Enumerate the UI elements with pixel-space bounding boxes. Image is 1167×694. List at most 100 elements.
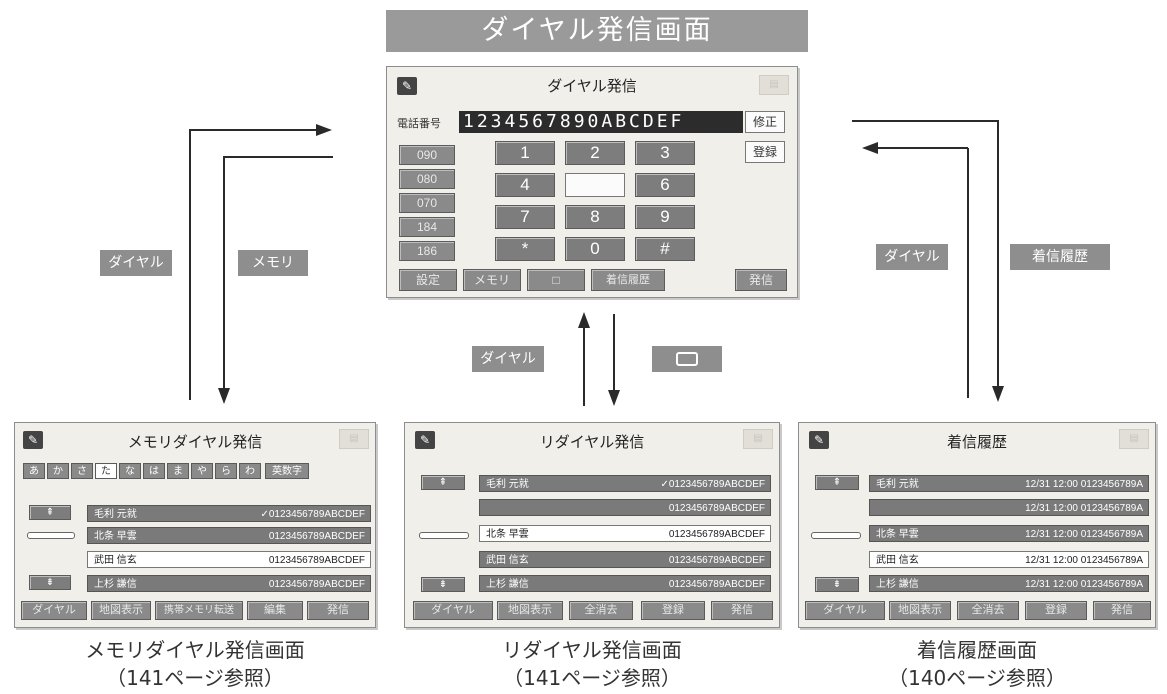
prefix-button-184[interactable]: 184 <box>399 217 455 237</box>
phone-icon: ✎ <box>809 431 829 449</box>
key-6[interactable]: 6 <box>635 173 695 197</box>
arrow-left-down-line-h <box>223 156 333 158</box>
kana-tab-alnum[interactable]: 英数字 <box>265 463 309 479</box>
map-display-button[interactable]: 地図表示 <box>497 601 563 620</box>
arrow-left-up-head <box>316 124 332 136</box>
edit-button[interactable]: 編集 <box>247 601 303 620</box>
kana-tab-ta[interactable]: た <box>95 463 117 479</box>
kana-tab-na[interactable]: な <box>119 463 141 479</box>
incoming-history-button[interactable]: 着信履歴 <box>591 269 665 291</box>
row-name: 武田 信玄 <box>94 555 137 566</box>
kana-tab-ra[interactable]: ら <box>215 463 237 479</box>
kana-tab-wa[interactable]: わ <box>239 463 261 479</box>
dial-button[interactable]: ダイヤル <box>413 601 493 620</box>
row-datetime-number: 12/31 12:00 0123456789A <box>1025 503 1143 514</box>
screen-icon <box>676 352 698 366</box>
scroll-slider[interactable] <box>419 532 469 539</box>
key-2[interactable]: 2 <box>565 141 625 165</box>
clear-all-button[interactable]: 全消去 <box>569 601 633 620</box>
key-5-highlighted[interactable] <box>565 173 625 197</box>
map-display-button[interactable]: 地図表示 <box>91 601 151 620</box>
clear-all-button[interactable]: 全消去 <box>957 601 1019 620</box>
history-row-2[interactable]: 12/31 12:00 0123456789A <box>869 499 1149 516</box>
phone-number-display: 1234567890ABCDEF <box>459 111 743 133</box>
call-button[interactable]: 発信 <box>711 601 773 620</box>
prefix-button-080[interactable]: 080 <box>399 169 455 189</box>
redial-screen-button[interactable]: □ <box>527 269 585 291</box>
row-name: 毛利 元就 <box>94 509 137 520</box>
scroll-up-button[interactable]: ⇞ <box>815 475 859 490</box>
row-name: 毛利 元就 <box>486 479 529 490</box>
call-button[interactable]: 発信 <box>1093 601 1151 620</box>
row-name: 武田 信玄 <box>486 555 529 566</box>
kana-tab-ka[interactable]: か <box>47 463 69 479</box>
scroll-up-button[interactable]: ⇞ <box>29 505 71 520</box>
key-hash[interactable]: # <box>635 237 695 261</box>
register-button[interactable]: 登録 <box>1025 601 1087 620</box>
key-8[interactable]: 8 <box>565 205 625 229</box>
history-screen-title: 着信履歴 <box>946 433 1007 451</box>
phone-icon: ✎ <box>23 431 43 449</box>
kana-tab-ha[interactable]: は <box>143 463 165 479</box>
prefix-button-090[interactable]: 090 <box>399 145 455 165</box>
page-banner-title: ダイヤル発信画面 <box>386 10 808 52</box>
arrow-mid-down-head <box>608 390 620 406</box>
memory-row-1[interactable]: 毛利 元就✓0123456789ABCDEF <box>87 505 371 522</box>
scroll-up-button[interactable]: ⇞ <box>421 475 465 490</box>
dial-button[interactable]: ダイヤル <box>805 601 885 620</box>
mobile-memory-transfer-button[interactable]: 携帯メモリ転送 <box>155 601 243 620</box>
kana-tab-ma[interactable]: ま <box>167 463 189 479</box>
screen-icon-tag <box>652 346 722 372</box>
scroll-down-button[interactable]: ⇟ <box>29 575 71 590</box>
key-1[interactable]: 1 <box>495 141 555 165</box>
settings-button[interactable]: 設定 <box>399 269 457 291</box>
key-3[interactable]: 3 <box>635 141 695 165</box>
key-4[interactable]: 4 <box>495 173 555 197</box>
arrow-right-up-line-h <box>878 147 968 149</box>
redial-caption: リダイヤル発信画面 （141ページ参照） <box>404 636 780 692</box>
call-button[interactable]: 発信 <box>735 269 787 291</box>
row-name: 北条 早雲 <box>876 529 919 540</box>
memory-caption-title: メモリダイヤル発信画面 <box>85 638 305 662</box>
scroll-down-button[interactable]: ⇟ <box>815 577 859 592</box>
key-9[interactable]: 9 <box>635 205 695 229</box>
redial-row-2[interactable]: 0123456789ABCDEF <box>479 499 771 516</box>
prefix-button-186[interactable]: 186 <box>399 241 455 261</box>
key-7[interactable]: 7 <box>495 205 555 229</box>
kana-tab-ya[interactable]: や <box>191 463 213 479</box>
register-button[interactable]: 登録 <box>745 141 785 163</box>
row-name: 上杉 謙信 <box>94 579 137 590</box>
scroll-slider[interactable] <box>27 532 75 539</box>
dial-screen-title: ダイヤル発信 <box>547 77 637 95</box>
map-corner-icon: ▤ <box>759 75 789 95</box>
redial-row-1[interactable]: 毛利 元就 ✓0123456789ABCDEF <box>479 475 771 492</box>
kana-tab-a[interactable]: あ <box>23 463 45 479</box>
key-0[interactable]: 0 <box>565 237 625 261</box>
label-dial-left: ダイヤル <box>100 250 172 276</box>
scroll-down-button[interactable]: ⇟ <box>421 577 465 592</box>
dial-button[interactable]: ダイヤル <box>21 601 87 620</box>
register-button[interactable]: 登録 <box>641 601 705 620</box>
scroll-slider[interactable] <box>811 532 861 539</box>
memory-button[interactable]: メモリ <box>463 269 521 291</box>
call-button[interactable]: 発信 <box>307 601 369 620</box>
key-star[interactable]: * <box>495 237 555 261</box>
row-name: 武田 信玄 <box>876 555 919 566</box>
row-datetime-number: 12/31 12:00 0123456789A <box>1025 479 1143 490</box>
kana-tab-sa[interactable]: さ <box>71 463 93 479</box>
prefix-button-070[interactable]: 070 <box>399 193 455 213</box>
phone-icon: ✎ <box>397 77 417 95</box>
correct-button[interactable]: 修正 <box>745 111 785 133</box>
row-number: ✓0123456789ABCDEF <box>660 479 765 490</box>
map-display-button[interactable]: 地図表示 <box>889 601 951 620</box>
